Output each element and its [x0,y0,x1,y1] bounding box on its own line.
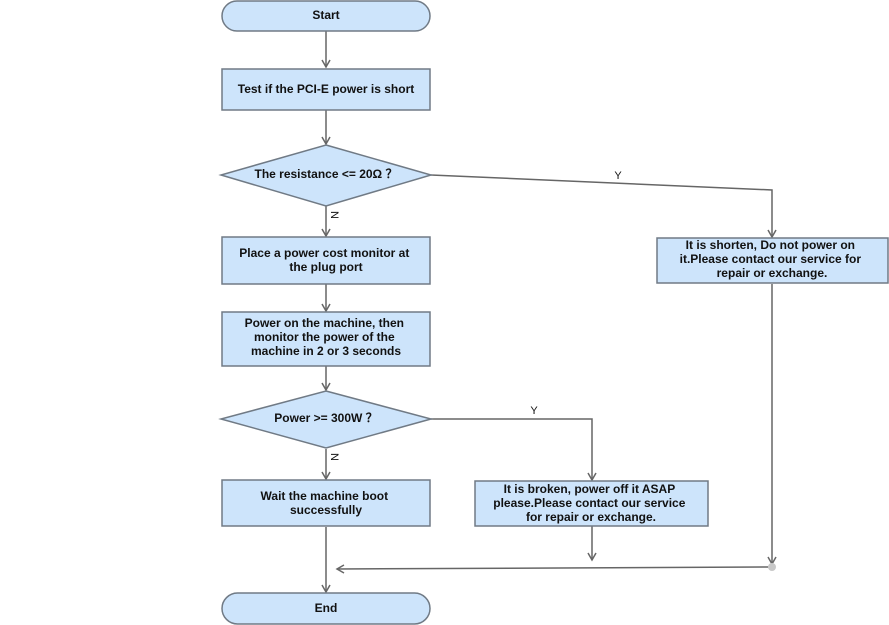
wait-boot-step: Wait the machine boot successfully [221,479,431,527]
broken-message-label: It is broken, power off it ASAP please.P… [493,482,688,524]
power-decision: Power >= 300W ？ [218,390,434,449]
test-short-label: Test if the PCI-E power is short [238,82,414,96]
end-terminal: End [221,592,431,625]
power-check-label: Power >= 300W ？ [274,411,377,425]
end-label: End [315,601,338,615]
label-power-yes: Y [530,405,538,417]
power-on-step: Power on the machine, then monitor the p… [221,311,431,367]
test-short-step: Test if the PCI-E power is short [221,68,431,111]
label-resistance-no: N [328,211,340,219]
wait-boot-label: Wait the machine boot successfully [261,489,392,517]
resistance-label: The resistance <= 20Ω ？ [254,167,397,181]
start-label: Start [312,8,339,22]
power-on-label: Power on the machine, then monitor the p… [245,316,408,358]
merge-junction [768,563,776,571]
broken-message-step: It is broken, power off it ASAP please.P… [474,480,709,527]
edge-power-yes [431,418,597,482]
label-power-no: N [328,453,340,461]
edges [321,31,777,594]
resistance-decision: The resistance <= 20Ω ？ [218,144,434,207]
shorten-message-label: It is shorten, Do not power on it.Please… [680,238,865,280]
place-monitor-label: Place a power cost monitor at the plug p… [239,246,412,274]
shorten-message-step: It is shorten, Do not power on it.Please… [656,237,889,284]
place-monitor-step: Place a power cost monitor at the plug p… [221,236,431,285]
edge-merge-to-left [335,564,773,574]
label-resistance-yes: Y [614,170,622,182]
edge-resistance-yes [430,174,777,239]
edge-labels: Y N Y N [328,170,622,461]
start-terminal: Start [221,0,431,32]
